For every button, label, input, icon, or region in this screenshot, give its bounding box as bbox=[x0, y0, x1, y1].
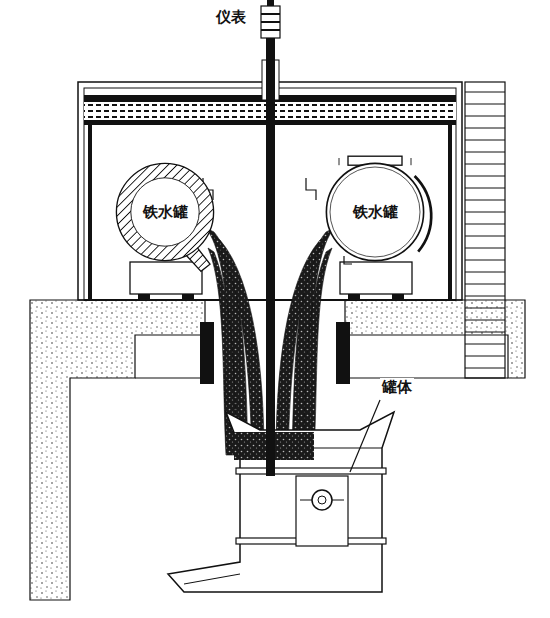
ladle-label: 铁水罐 bbox=[351, 203, 400, 221]
instrument-label: 仪表 bbox=[214, 8, 248, 26]
ladle-label: 铁水罐 bbox=[141, 203, 190, 221]
ladle: 铁水罐 bbox=[111, 158, 219, 266]
ladle: 铁水罐 bbox=[321, 158, 429, 266]
vessel-label: 罐体 bbox=[380, 378, 414, 396]
